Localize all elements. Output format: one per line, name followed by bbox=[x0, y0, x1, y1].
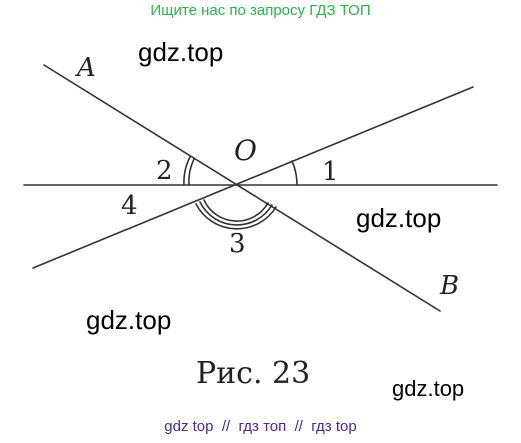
label-angle-3: 3 bbox=[229, 229, 246, 259]
line-through-angle-1-and-4 bbox=[32, 86, 474, 269]
line-AB bbox=[43, 64, 441, 312]
label-A: A bbox=[75, 53, 96, 83]
label-O: O bbox=[234, 134, 257, 167]
label-B: B bbox=[439, 271, 459, 301]
watermark: gdz.top bbox=[86, 305, 172, 335]
label-angle-4: 4 bbox=[121, 191, 138, 221]
label-angle-1: 1 bbox=[322, 157, 339, 187]
arc-angle-3-inner bbox=[203, 199, 269, 222]
watermark: gdz.top bbox=[392, 376, 465, 401]
arc-angle-3-middle bbox=[199, 201, 273, 226]
arc-angle-3-outer bbox=[195, 203, 277, 230]
arc-angle-1 bbox=[291, 160, 298, 186]
footer-text: gdz top // гдз топ // гдз top bbox=[164, 418, 357, 435]
watermark: gdz.top bbox=[138, 37, 224, 67]
label-angle-2: 2 bbox=[156, 156, 173, 186]
arc-angle-2-outer bbox=[183, 156, 191, 186]
watermark: gdz.top bbox=[356, 203, 442, 233]
figure-caption: Рис. 23 bbox=[196, 356, 311, 391]
arc-angle-2-inner bbox=[188, 158, 195, 186]
banner-text: Ищите нас по запросу ГДЗ ТОП bbox=[150, 2, 371, 19]
